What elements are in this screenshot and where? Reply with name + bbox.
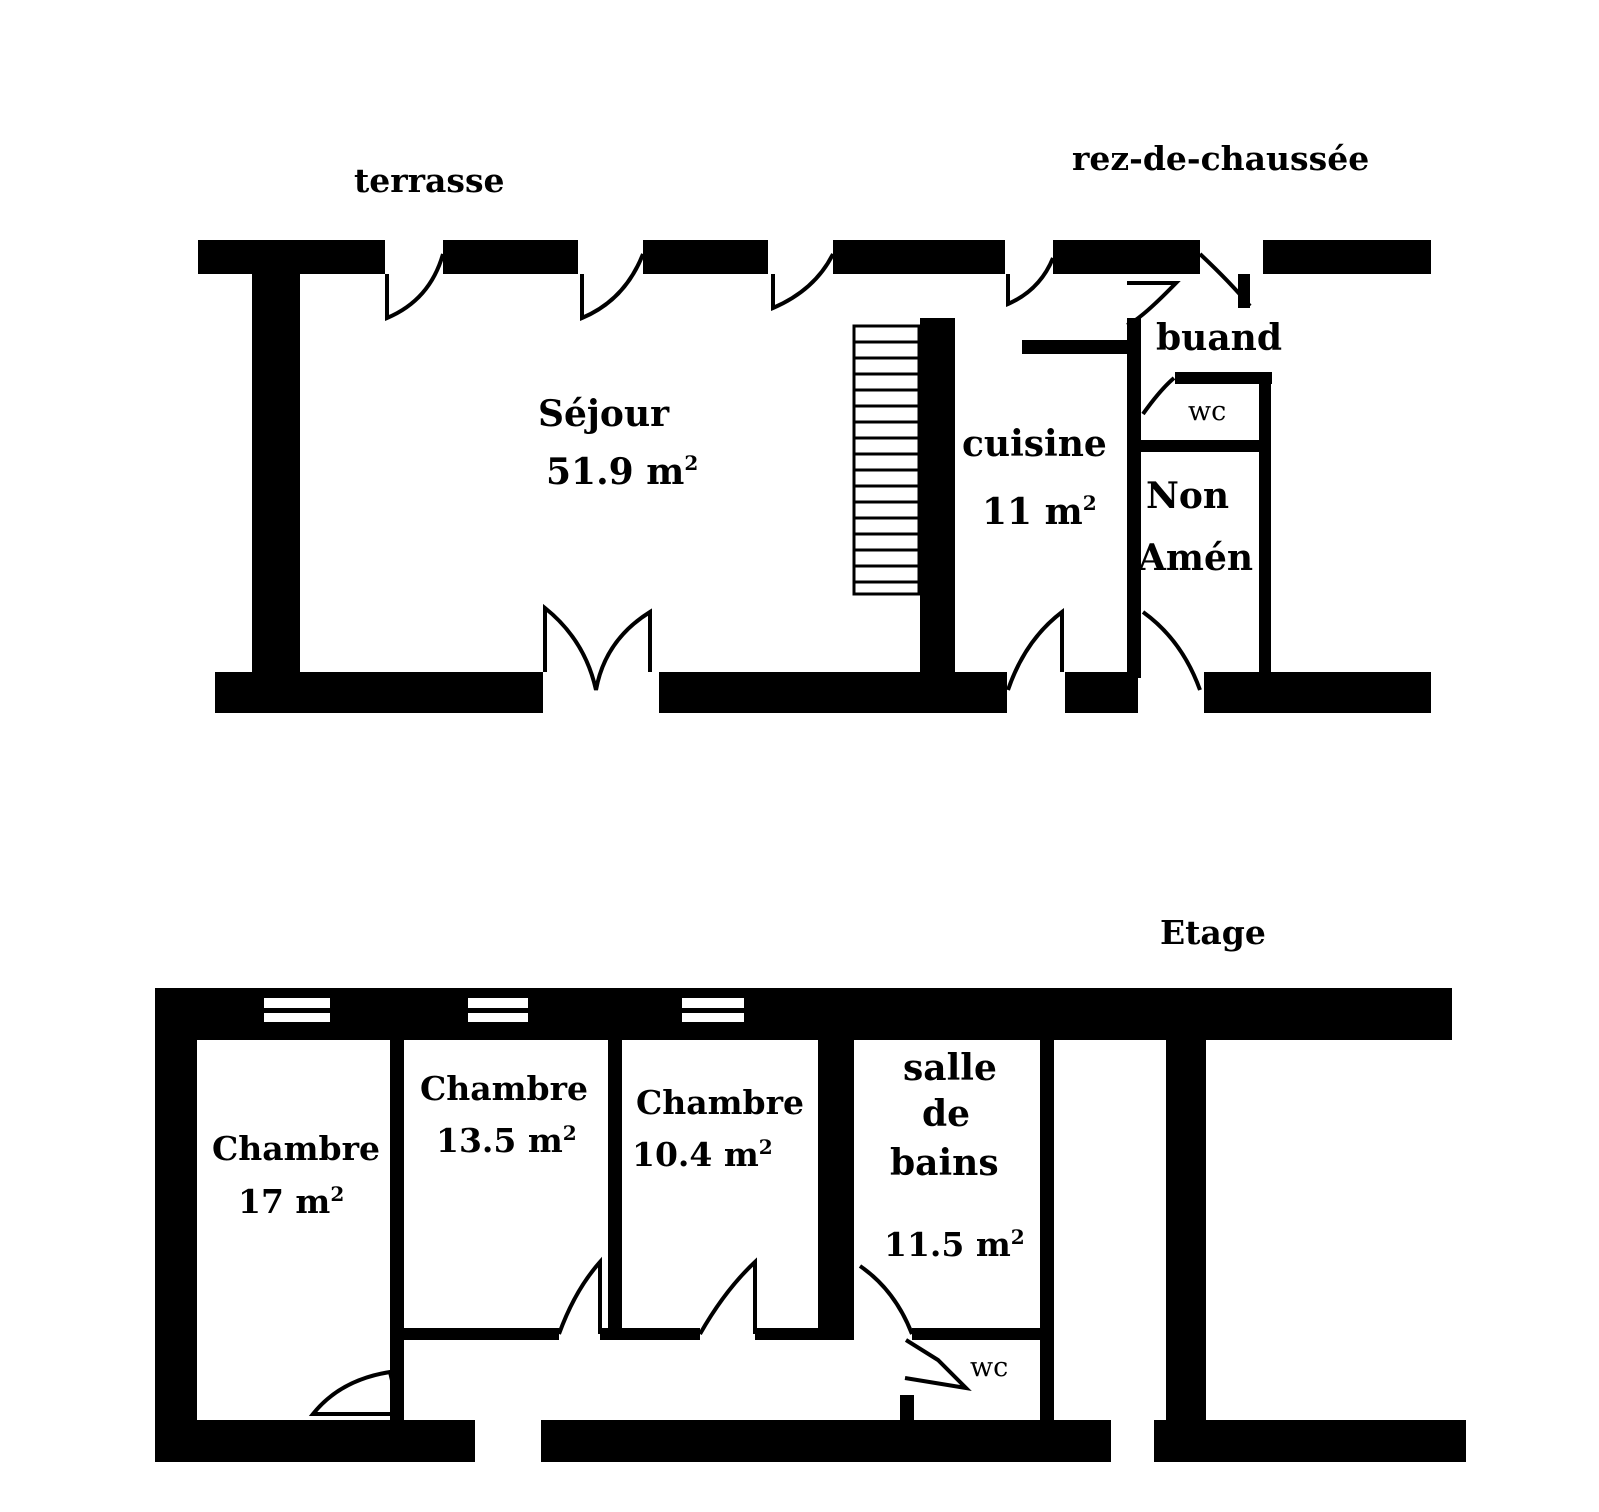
room-name-chambre-3: Chambre (636, 1083, 804, 1122)
wall (390, 1040, 404, 1430)
wall (920, 318, 955, 678)
room-name-salle-de-bains-line3: bains (890, 1142, 999, 1184)
room-name-wc-upper: wc (970, 1352, 1008, 1383)
staircase (852, 324, 921, 596)
room-area-chambre-1: 17 m2 (238, 1182, 344, 1221)
door (1141, 610, 1202, 691)
wall (155, 1420, 475, 1462)
room-name-sejour: Séjour (538, 393, 670, 435)
ground-floor-plan: terrasse rez-de-chaussée Séjour 51.9 m2 … (198, 139, 1431, 713)
room-area-salle-de-bains: 11.5 m2 (884, 1225, 1025, 1264)
door (308, 1369, 403, 1416)
room-name-salle-de-bains-line2: de (922, 1093, 970, 1135)
wall (252, 240, 300, 710)
wall (541, 1420, 1111, 1462)
wall (1175, 372, 1272, 384)
upper-floor-title: Etage (1160, 913, 1266, 952)
door (904, 1338, 972, 1391)
room-name-buanderie: buand (1156, 317, 1282, 359)
terrace-label: terrasse (354, 161, 505, 200)
wall (1022, 340, 1130, 354)
wall (659, 672, 1007, 713)
wall (900, 1395, 914, 1430)
wall (608, 1040, 622, 1340)
door (1141, 376, 1176, 416)
wall (155, 988, 197, 1460)
window (264, 998, 330, 1022)
door (1006, 257, 1055, 308)
wall (215, 672, 543, 713)
room-name-chambre-2: Chambre (420, 1069, 588, 1108)
window (682, 998, 744, 1022)
door (1198, 252, 1252, 308)
ground-floor-title: rez-de-chaussée (1072, 139, 1369, 178)
wall (1040, 1040, 1054, 1430)
wall (600, 1328, 700, 1340)
room-name-wc-ground: wc (1188, 396, 1226, 427)
door (698, 1257, 757, 1335)
door (1126, 281, 1181, 327)
door (858, 1264, 914, 1335)
room-name-non-amenage-line2: Amén (1137, 537, 1253, 579)
room-name-salle-de-bains-line1: salle (903, 1047, 997, 1089)
room-area-sejour: 51.9 m2 (546, 451, 698, 493)
room-name-chambre-1: Chambre (212, 1129, 380, 1168)
door (557, 1256, 602, 1335)
wall (1127, 318, 1141, 678)
wall (1259, 372, 1271, 672)
room-area-chambre-3: 10.4 m2 (632, 1135, 773, 1174)
room-name-cuisine: cuisine (962, 423, 1107, 465)
window (468, 998, 528, 1022)
upper-floor-plan: Etage (155, 913, 1466, 1462)
wall (643, 240, 768, 274)
wall (833, 240, 1005, 274)
wall (1166, 988, 1206, 1462)
door (771, 253, 835, 312)
wall (912, 1328, 1042, 1340)
room-area-cuisine: 11 m2 (982, 491, 1097, 533)
wall (755, 1328, 830, 1340)
room-area-chambre-2: 13.5 m2 (436, 1121, 577, 1160)
door (1006, 607, 1064, 691)
wall (1263, 240, 1431, 274)
wall (443, 240, 578, 274)
door (543, 603, 652, 691)
door (385, 253, 445, 322)
wall (1065, 672, 1138, 713)
wall (818, 1040, 854, 1340)
room-name-non-amenage-line1: Non (1146, 475, 1229, 517)
wall (1134, 440, 1269, 452)
wall (155, 988, 1452, 1040)
door (580, 253, 645, 322)
wall (1204, 672, 1431, 713)
wall (1053, 240, 1200, 274)
wall (404, 1328, 559, 1340)
